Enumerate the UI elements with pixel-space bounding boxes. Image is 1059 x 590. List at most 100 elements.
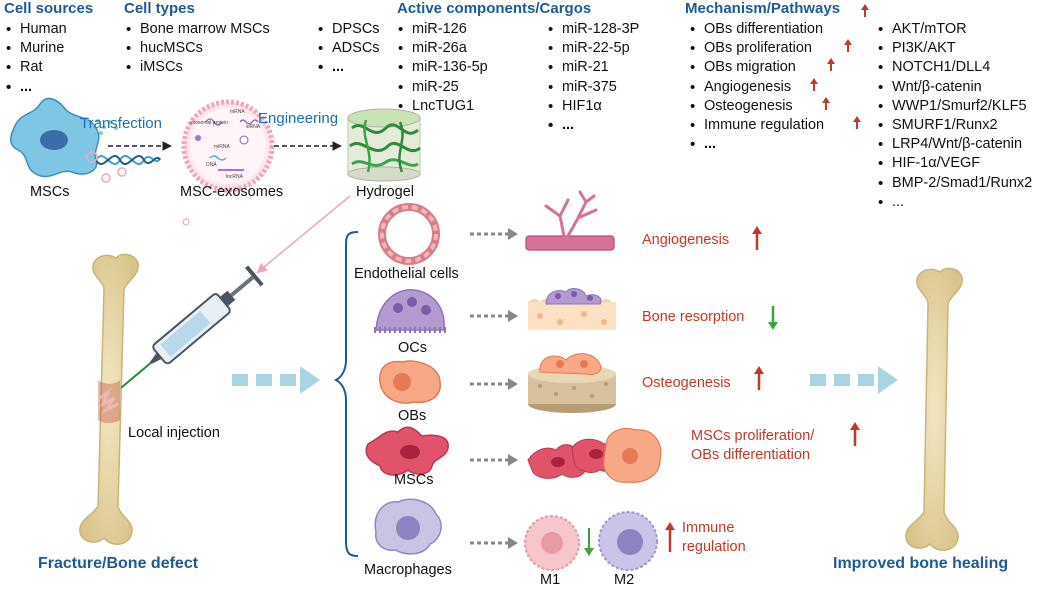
outcome-osteogenesis: Osteogenesis bbox=[642, 375, 731, 391]
list-item: Immune regulation bbox=[690, 116, 824, 135]
outcome-regulation: regulation bbox=[682, 539, 746, 555]
endothelial-cell-icon bbox=[378, 203, 440, 265]
list-item: miR-26a bbox=[398, 39, 488, 58]
syringe-icon bbox=[120, 265, 264, 389]
header-active-components: Active components/Cargos bbox=[397, 0, 592, 17]
bracket bbox=[333, 231, 359, 557]
progress-arrow-left bbox=[232, 366, 320, 394]
m1-label: M1 bbox=[540, 572, 561, 588]
down-arrow-icon bbox=[768, 306, 778, 330]
endothelial-cells-label: Endothelial cells bbox=[354, 266, 459, 282]
list-item: ... bbox=[6, 78, 67, 97]
list-item: miR-25 bbox=[398, 78, 488, 97]
list-item: OBs differentiation bbox=[690, 20, 824, 39]
header-cell-types: Cell types bbox=[124, 0, 195, 17]
list-item: Human bbox=[6, 20, 67, 39]
outcome-obs-differentiation: OBs differentiation bbox=[691, 447, 811, 463]
blood-vessel-icon bbox=[525, 190, 615, 251]
up-arrow-icon bbox=[850, 422, 860, 446]
msc-red-cell-icon bbox=[365, 426, 449, 476]
exosome-label-mrna: mRNA bbox=[230, 109, 245, 115]
engineering-label: Engineering bbox=[258, 110, 339, 127]
outcome-bone-resorption: Bone resorption bbox=[642, 309, 745, 325]
up-arrow-icon bbox=[822, 97, 830, 110]
header-cell-sources: Cell sources bbox=[4, 0, 94, 17]
hydrogel-label: Hydrogel bbox=[356, 184, 415, 200]
list-item: HIF1α bbox=[548, 97, 639, 116]
list-item: LRP4/Wnt/β-catenin bbox=[878, 135, 1032, 154]
outcome-immune: Immune bbox=[682, 520, 735, 536]
m2-macrophage-icon bbox=[598, 511, 658, 571]
list-item: Bone marrow MSCs bbox=[126, 20, 270, 39]
cell-arrows bbox=[470, 228, 518, 549]
list-item: Angiogenesis bbox=[690, 78, 824, 97]
down-arrow-icon bbox=[584, 528, 594, 556]
up-arrow-icon bbox=[752, 226, 762, 250]
fracture-label: Fracture/Bone defect bbox=[38, 555, 199, 572]
exosome-label-lncrna: lncRNA bbox=[226, 174, 244, 180]
list-item: miR-136-5p bbox=[398, 58, 488, 77]
mscs-cell-label: MSCs bbox=[394, 472, 434, 488]
list-item: OBs migration bbox=[690, 58, 824, 77]
m2-label: M2 bbox=[614, 572, 635, 588]
list-item: SMURF1/Runx2 bbox=[878, 116, 1032, 135]
exosome-label-mirna: miRNA bbox=[214, 144, 230, 150]
exosome-label-protein: exosomal protein bbox=[190, 120, 228, 126]
list-item: LncTUG1 bbox=[398, 97, 488, 116]
list-item: miR-375 bbox=[548, 78, 639, 97]
vesicle-icon bbox=[86, 151, 190, 226]
list-item: ... bbox=[878, 193, 1032, 212]
components-list-1: miR-126 miR-26a miR-136-5p miR-25 LncTUG… bbox=[398, 20, 488, 116]
up-arrow-icon bbox=[810, 78, 818, 91]
transfection-label: Transfection bbox=[80, 115, 162, 132]
list-item: BMP-2/Smad1/Runx2 bbox=[878, 174, 1032, 193]
exosome-icon bbox=[181, 99, 275, 193]
list-item: Osteogenesis bbox=[690, 97, 824, 116]
list-item: ... bbox=[690, 135, 824, 154]
cell-types-list-1: Bone marrow MSCs hucMSCs iMSCs bbox=[126, 20, 270, 78]
list-item: WWP1/Smurf2/KLF5 bbox=[878, 97, 1032, 116]
list-item: miR-126 bbox=[398, 20, 488, 39]
list-item: PI3K/AKT bbox=[878, 39, 1032, 58]
list-item: ... bbox=[548, 116, 639, 135]
cell-sources-list: Human Murine Rat ... bbox=[6, 20, 67, 97]
fractured-bone-icon bbox=[79, 253, 139, 545]
osteoclast-icon bbox=[374, 289, 446, 333]
up-arrow-icon bbox=[827, 58, 835, 71]
list-item: HIF-1α/VEGF bbox=[878, 154, 1032, 173]
mscs-label: MSCs bbox=[30, 184, 70, 200]
improved-healing-label: Improved bone healing bbox=[833, 555, 1009, 572]
list-item: iMSCs bbox=[126, 58, 270, 77]
healed-bone-icon bbox=[905, 267, 963, 551]
up-arrow-icon bbox=[754, 366, 764, 390]
ocs-label: OCs bbox=[398, 340, 427, 356]
m1-macrophage-icon bbox=[524, 515, 580, 571]
list-item: Rat bbox=[6, 58, 67, 77]
pathways-list: AKT/mTOR PI3K/AKT NOTCH1/DLL4 Wnt/β-cate… bbox=[878, 20, 1032, 212]
obs-label: OBs bbox=[398, 408, 427, 424]
outcome-angiogenesis: Angiogenesis bbox=[642, 232, 730, 248]
msc-differentiation-icon bbox=[527, 427, 662, 483]
outcome-msc-proliferation: MSCs proliferation/ bbox=[691, 428, 815, 444]
up-arrow-icon bbox=[844, 39, 852, 52]
bone-resorption-icon bbox=[528, 288, 616, 330]
exosome-label-dna: DNA bbox=[206, 162, 217, 168]
list-item: NOTCH1/DLL4 bbox=[878, 58, 1032, 77]
list-item: DPSCs bbox=[318, 20, 380, 39]
up-arrow-icon bbox=[853, 116, 861, 129]
macrophage-icon bbox=[374, 498, 442, 555]
hydrogel-injection-arrow bbox=[256, 195, 351, 274]
dna-icon bbox=[95, 155, 161, 165]
mechanism-effects-list: OBs differentiation OBs proliferation OB… bbox=[690, 20, 824, 155]
hydrogel-icon bbox=[347, 108, 421, 182]
list-item: ... bbox=[318, 58, 380, 77]
msc-exosomes-label: MSC-exosomes bbox=[180, 184, 284, 200]
exosome-label-sirna: siRNA bbox=[246, 124, 261, 130]
up-arrow-icon bbox=[665, 522, 675, 552]
particles-icon bbox=[78, 117, 118, 135]
osteogenesis-icon bbox=[528, 353, 616, 413]
list-item: miR-22-5p bbox=[548, 39, 639, 58]
macrophages-label: Macrophages bbox=[364, 562, 452, 578]
progress-arrow-right bbox=[810, 366, 898, 394]
